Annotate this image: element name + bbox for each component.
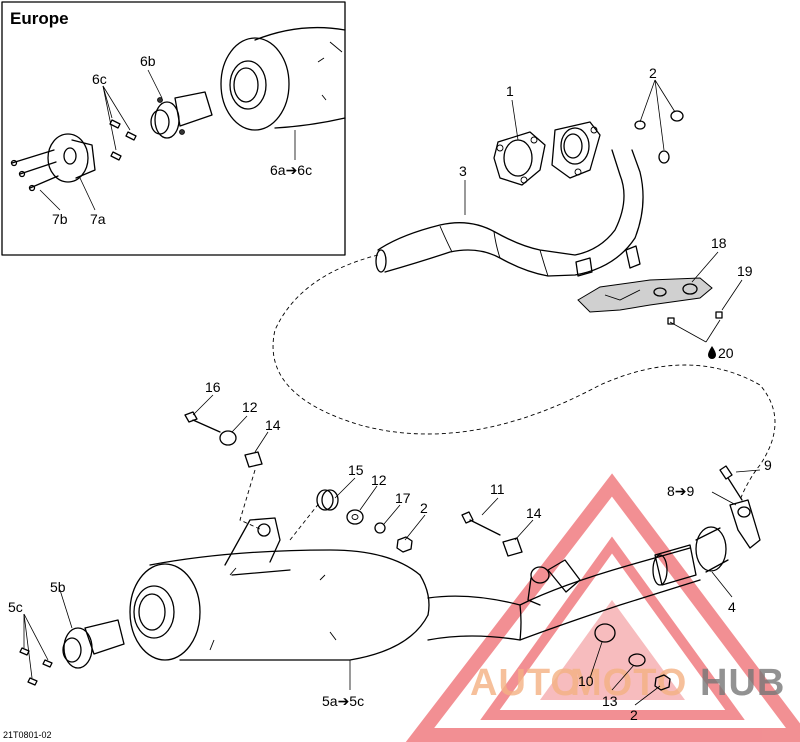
callout-17: 17 [395,490,411,506]
screws-5c [19,647,53,686]
callout-2-mid: 2 [420,500,428,516]
springs [575,245,641,277]
drop-icon [708,346,716,359]
svg-text:AUTO: AUTO [470,662,581,704]
sleeve-17 [374,522,386,534]
callout-7a: 7a [90,211,106,227]
nuts-2-top [634,110,684,164]
sleeve-14-top [244,451,263,468]
nut-2-bottom [654,674,671,691]
grommet-10 [594,623,616,643]
callout-2-bottom: 2 [630,707,638,723]
callout-7b: 7b [52,211,68,227]
callout-2-top: 2 [649,65,657,81]
bolt-11 [461,511,501,536]
mount-dash-left [239,469,263,531]
nut-2-mid [396,536,413,553]
callout-6c: 6c [92,71,107,87]
midpipe-hanger [527,566,550,606]
washer-12 [346,509,364,525]
inset-title: Europe [10,9,69,28]
europe-inset: Europe [1,1,346,256]
callout-5c: 5c [8,599,23,615]
mount-dash-right [289,501,321,541]
callout-3: 3 [459,163,467,179]
inset-spark-arrestor [150,91,213,139]
washer-13 [628,653,646,667]
callout-20-group: 20 [708,345,734,361]
callout-20: 20 [718,345,734,361]
header-pipe-3 [375,149,644,277]
callout-18: 18 [711,235,727,251]
callout-9: 9 [764,457,772,473]
washer-12-top [219,430,237,446]
mid-pipe [427,547,701,641]
callout-19: 19 [737,263,753,279]
callout-6a-6c: 6a➔6c [270,162,312,178]
callout-12-top: 12 [242,399,258,415]
bracket-18 [577,277,713,313]
muffler-mount-bracket [224,517,291,576]
header-flange [551,121,601,179]
svg-text:MOTO: MOTO [570,662,687,704]
callout-14-top: 14 [265,417,281,433]
bolt-9 [719,465,743,501]
callout-11: 11 [490,481,505,497]
callout-16: 16 [205,379,221,395]
bracket-8 [729,499,761,549]
watermark-logo [405,473,800,742]
bolt-16 [184,411,221,433]
connector-sleeve [652,544,697,586]
spark-arrestor-5b [62,619,125,669]
watermark-text: AUTO MOTO HUB [470,662,785,704]
reference-code: 21T0801-02 [3,730,52,740]
frame-outline [272,254,776,501]
callout-12-mid: 12 [371,472,387,488]
callout-5a-5c: 5a➔5c [322,693,364,709]
leader-lines [23,79,761,706]
callout-14-bottom: 14 [526,505,542,521]
muffler-5a-5c [129,549,430,661]
inset-screws-7b [10,149,59,192]
callout-8-9: 8➔9 [667,483,695,499]
callout-13: 13 [602,693,618,709]
callout-10: 10 [578,673,594,689]
gasket-1 [493,131,546,186]
callout-1: 1 [506,83,514,99]
bolts-19-20 [667,311,723,325]
callout-6b: 6b [140,53,156,69]
svg-text:HUB: HUB [700,662,785,704]
grommet-15 [316,489,339,511]
inset-plate-7a [47,133,96,183]
inset-muffler-end [220,26,346,131]
sleeve-14-bottom [502,537,523,557]
callout-15: 15 [348,462,364,478]
callout-5b: 5b [50,579,66,595]
callout-4: 4 [728,599,736,615]
clamp-4 [695,526,729,573]
